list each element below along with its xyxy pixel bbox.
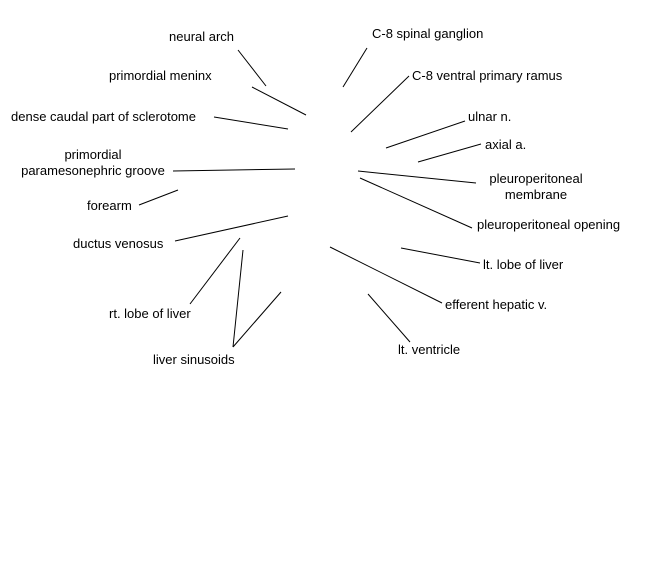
leader-c8-ventral-primary-ramus	[350, 75, 410, 133]
label-ductus-venosus: ductus venosus	[73, 236, 164, 251]
leader-pleuroperitoneal-opening	[359, 177, 473, 229]
leader-lt-ventricle	[367, 293, 411, 343]
leader-ulnar-n	[385, 120, 466, 149]
leader-neural-arch	[237, 49, 267, 87]
leader-efferent-hepatic-v	[329, 246, 443, 304]
leader-liver-sinusoids-b	[232, 291, 282, 348]
label-primordial-meninx: primordial meninx	[109, 68, 212, 83]
leader-pleuroperitoneal-membrane	[357, 170, 477, 184]
label-c8-spinal-ganglion: C-8 spinal ganglion	[372, 26, 484, 41]
label-efferent-hepatic-v: efferent hepatic v.	[445, 297, 548, 312]
label-lt-ventricle: lt. ventricle	[398, 342, 461, 357]
leader-forearm	[138, 189, 179, 206]
label-lt-lobe-of-liver: lt. lobe of liver	[483, 257, 564, 272]
label-neural-arch: neural arch	[169, 29, 235, 44]
leader-primordial-meninx	[251, 86, 307, 116]
label-primordial-paramesonephric-groove-line1: primordial	[64, 147, 122, 162]
leader-axial-a	[417, 143, 482, 163]
label-pleuroperitoneal-membrane-line2: membrane	[504, 187, 568, 202]
leader-dense-caudal-sclerotome	[213, 116, 289, 130]
label-primordial-paramesonephric-groove: primordial paramesonephric groove	[15, 147, 171, 179]
label-pleuroperitoneal-membrane-line1: pleuroperitoneal	[489, 171, 583, 186]
leader-lt-lobe-of-liver	[400, 247, 481, 264]
label-ulnar-n: ulnar n.	[468, 109, 512, 124]
label-pleuroperitoneal-opening: pleuroperitoneal opening	[477, 217, 621, 232]
label-liver-sinusoids: liver sinusoids	[153, 352, 235, 367]
label-dense-caudal-sclerotome: dense caudal part of sclerotome	[11, 109, 196, 124]
label-primordial-paramesonephric-groove-line2: paramesonephric groove	[21, 163, 165, 178]
label-forearm: forearm	[87, 198, 132, 213]
leader-liver-sinusoids-a	[232, 249, 244, 348]
label-axial-a: axial a.	[485, 137, 527, 152]
leader-primordial-paramesonephric-groove	[172, 168, 296, 172]
label-pleuroperitoneal-membrane: pleuroperitoneal membrane	[482, 171, 590, 203]
label-c8-ventral-primary-ramus: C-8 ventral primary ramus	[412, 68, 563, 83]
leader-rt-lobe-of-liver	[189, 237, 241, 305]
leader-ductus-venosus	[174, 215, 289, 242]
leader-c8-spinal-ganglion	[342, 47, 368, 88]
label-rt-lobe-of-liver: rt. lobe of liver	[109, 306, 191, 321]
